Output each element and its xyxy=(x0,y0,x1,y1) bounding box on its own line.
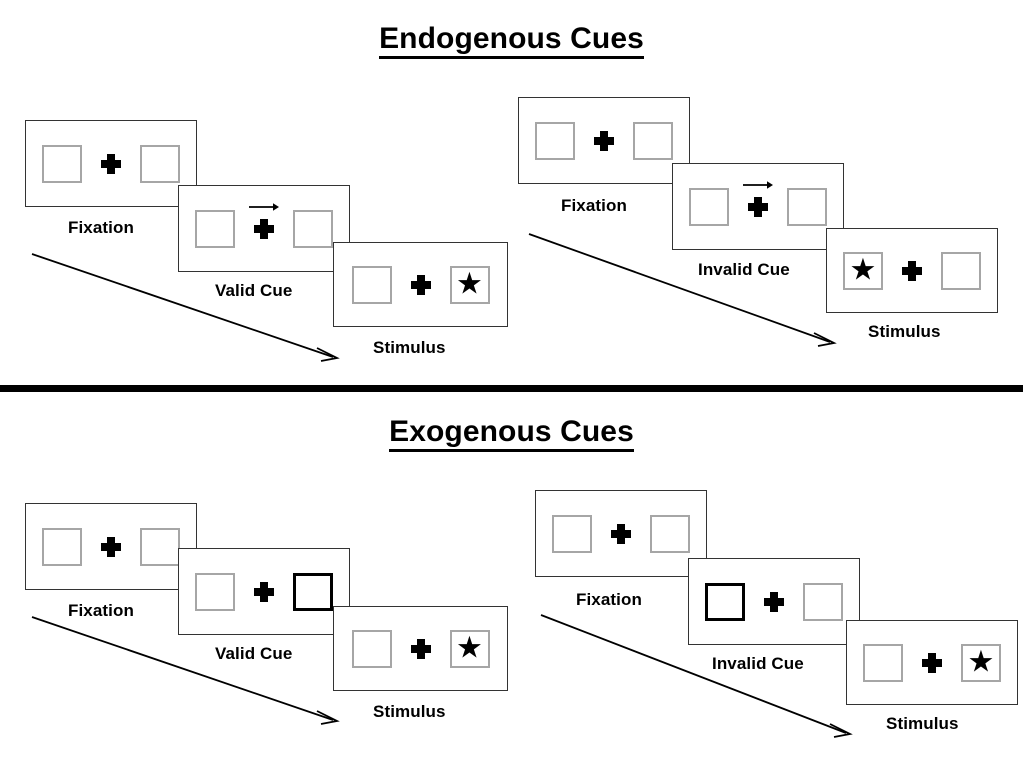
arrow-right-icon xyxy=(743,180,773,189)
caption-exo-invalid-cue: Invalid Cue xyxy=(712,654,804,673)
frame-exo-invalid-cue xyxy=(688,558,860,645)
section-title-endogenous: Endogenous Cues xyxy=(0,22,1023,59)
frame-endo-valid-fixation xyxy=(25,120,197,207)
frame-content xyxy=(535,121,673,160)
left-box-cued xyxy=(705,582,745,621)
fixation-cross-icon xyxy=(410,274,432,296)
frame-endo-valid-cue xyxy=(178,185,350,272)
cue-area xyxy=(249,202,279,240)
left-box-with-star: ★ xyxy=(843,251,883,290)
fixation-cross-icon xyxy=(610,523,632,545)
right-box-cued xyxy=(293,572,333,611)
right-box xyxy=(293,209,333,248)
left-box xyxy=(195,572,235,611)
caption-endo-invalid-fixation: Fixation xyxy=(561,196,627,215)
caption-exo-valid-stimulus: Stimulus xyxy=(373,702,446,721)
fixation-cross-icon xyxy=(593,130,615,152)
frame-exo-valid-fixation xyxy=(25,503,197,590)
star-icon: ★ xyxy=(456,266,483,300)
frame-content xyxy=(42,527,180,566)
right-box xyxy=(941,251,981,290)
right-box xyxy=(650,514,690,553)
left-box xyxy=(351,629,392,668)
caption-endo-invalid-stimulus: Stimulus xyxy=(868,322,941,341)
section-title-endogenous-text: Endogenous Cues xyxy=(379,22,644,59)
diagonal-time-arrow-icon-exo-invalid xyxy=(540,614,853,738)
caption-endo-valid-stimulus: Stimulus xyxy=(373,338,446,357)
cue-area xyxy=(743,180,773,218)
caption-exo-valid-cue: Valid Cue xyxy=(215,644,293,663)
section-title-exogenous-text: Exogenous Cues xyxy=(389,415,634,452)
fixation-cross-icon xyxy=(100,153,122,175)
frame-content: ★ xyxy=(351,265,490,304)
frame-content: ★ xyxy=(843,251,981,290)
fixation-cross-icon xyxy=(253,218,275,240)
right-box xyxy=(140,144,180,183)
frame-endo-invalid-cue xyxy=(672,163,844,250)
frame-content xyxy=(42,144,180,183)
diagonal-time-arrow-icon-exo-valid xyxy=(31,616,340,725)
caption-exo-invalid-stimulus: Stimulus xyxy=(886,714,959,733)
star-icon: ★ xyxy=(849,252,877,286)
right-box xyxy=(140,527,180,566)
section-divider xyxy=(0,385,1023,392)
frame-content xyxy=(195,202,333,248)
left-box xyxy=(535,121,575,160)
right-box-with-star: ★ xyxy=(961,643,1001,682)
frame-endo-invalid-fixation xyxy=(518,97,690,184)
frame-exo-invalid-fixation xyxy=(535,490,707,577)
frame-exo-valid-stimulus: ★ xyxy=(333,606,508,691)
diagonal-time-arrow-icon-endo-invalid xyxy=(528,233,837,347)
frame-content xyxy=(705,582,843,621)
frame-exo-valid-cue xyxy=(178,548,350,635)
frame-content xyxy=(195,572,333,611)
caption-endo-valid-fixation: Fixation xyxy=(68,218,134,237)
diagonal-time-arrow-icon-endo-valid xyxy=(31,253,340,362)
fixation-cross-icon xyxy=(100,536,122,558)
fixation-cross-icon xyxy=(763,591,785,613)
left-box xyxy=(195,209,235,248)
star-icon: ★ xyxy=(456,630,483,664)
frame-endo-invalid-stimulus: ★ xyxy=(826,228,998,313)
left-box xyxy=(42,527,82,566)
left-box xyxy=(42,144,82,183)
frame-exo-invalid-stimulus: ★ xyxy=(846,620,1018,705)
frame-content: ★ xyxy=(351,629,490,668)
frame-content: ★ xyxy=(863,643,1001,682)
frame-content xyxy=(689,180,827,226)
left-box xyxy=(552,514,592,553)
fixation-cross-icon xyxy=(410,638,432,660)
fixation-cross-icon xyxy=(901,260,923,282)
arrow-right-icon xyxy=(249,202,279,211)
frame-content xyxy=(552,514,690,553)
right-box-with-star: ★ xyxy=(449,629,490,668)
section-title-exogenous: Exogenous Cues xyxy=(0,415,1023,452)
fixation-cross-icon xyxy=(921,652,943,674)
frame-endo-valid-stimulus: ★ xyxy=(333,242,508,327)
right-box xyxy=(803,582,843,621)
right-box xyxy=(633,121,673,160)
caption-endo-valid-cue: Valid Cue xyxy=(215,281,293,300)
left-box xyxy=(689,187,729,226)
caption-endo-invalid-cue: Invalid Cue xyxy=(698,260,790,279)
fixation-cross-icon xyxy=(253,581,275,603)
caption-exo-invalid-fixation: Fixation xyxy=(576,590,642,609)
fixation-cross-icon xyxy=(747,196,769,218)
right-box xyxy=(787,187,827,226)
left-box xyxy=(863,643,903,682)
left-box xyxy=(351,265,392,304)
right-box-with-star: ★ xyxy=(449,265,490,304)
caption-exo-valid-fixation: Fixation xyxy=(68,601,134,620)
star-icon: ★ xyxy=(967,644,995,678)
